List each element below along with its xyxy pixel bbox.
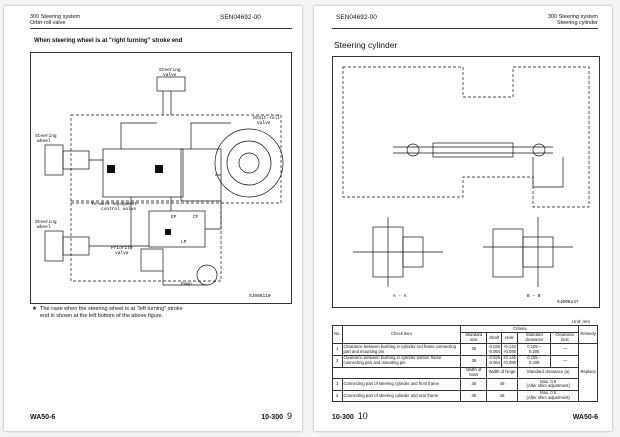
footer-model-right: WA50-6 bbox=[572, 414, 598, 421]
label-orbit-roll: Orbit-roll bbox=[253, 115, 280, 121]
label-lp: LP bbox=[181, 239, 187, 245]
svg-text:control valve: control valve bbox=[101, 206, 136, 212]
note-text: The case when the steering wheel is at "… bbox=[40, 306, 183, 319]
table-subheader-row: Standard size Shaft Hole Standard cleara… bbox=[333, 331, 598, 345]
header-section: 300 Steering system bbox=[30, 14, 81, 20]
header-doc-code: SEN04692-00 bbox=[220, 14, 261, 21]
unit-label: Unit: mm bbox=[572, 319, 590, 324]
label-ep: EP bbox=[171, 214, 177, 220]
note-star-icon: ★ bbox=[32, 306, 37, 312]
table-subheader-b: Width of boss Width of hinge Standard cl… bbox=[331, 366, 598, 380]
steering-cylinder-diagram: A – A B – B SJ008247 bbox=[332, 56, 600, 308]
footer-page-label: 10-300 bbox=[261, 414, 283, 421]
figure-id-left: SJ008110 bbox=[249, 293, 271, 299]
hydraulic-circuit-diagram: Steering valve Orbit-roll valve Steering… bbox=[30, 52, 292, 304]
svg-text:valve: valve bbox=[257, 120, 271, 126]
page-title: Steering cylinder bbox=[334, 40, 398, 50]
table-header-row: No. Check item Criteria Remedy bbox=[332, 324, 598, 345]
table-row: 3 Connecting part of steering cylinder a… bbox=[332, 378, 598, 391]
table-row: 1 Clearance between bushing in cylinder … bbox=[332, 343, 598, 403]
th-standard-clearance: Standard clearance bbox=[516, 331, 552, 345]
figure-id-right: SJ008247 bbox=[557, 299, 579, 305]
svg-text:wheel: wheel bbox=[37, 224, 51, 230]
th-remedy: Remedy bbox=[578, 324, 598, 345]
label-priority-valve: Priority bbox=[111, 245, 133, 251]
header-section-right: 300 Steering system bbox=[547, 14, 598, 20]
svg-text:valve: valve bbox=[115, 250, 129, 256]
diagram-subtitle: When steering wheel is at "right turning… bbox=[34, 38, 183, 44]
table-row: 2 Clearance between bushing in cylinder … bbox=[332, 355, 598, 368]
th-criteria: Criteria bbox=[460, 325, 580, 333]
footer-page-label-right: 10-300 bbox=[332, 414, 354, 421]
label-steering-wheel-top: Steering bbox=[35, 133, 57, 139]
table-row: 4 Connecting part of steering cylinder a… bbox=[332, 389, 598, 403]
header-subsection-right: Steering cylinder bbox=[557, 20, 598, 26]
right-page: SEN04692-00 300 Steering system Steering… bbox=[314, 6, 612, 431]
header-subsection: Orbit-roll valve bbox=[30, 20, 66, 26]
th-hole: Hole bbox=[501, 331, 518, 345]
turning-note: ★ The case when the steering wheel is at… bbox=[32, 306, 190, 320]
th-shaft: Shaft bbox=[486, 331, 503, 345]
label-cf: CF bbox=[193, 214, 199, 220]
criteria-table: No. Check item Criteria Remedy Standard … bbox=[331, 324, 598, 403]
th-standard-size: Standard size bbox=[460, 331, 488, 345]
th-clearance-limit: Clearance limit bbox=[550, 331, 580, 345]
footer-model: WA50-6 bbox=[30, 414, 56, 421]
header-doc-code-right: SEN04692-00 bbox=[336, 14, 377, 21]
label-view-bb: B – B bbox=[527, 293, 541, 299]
header-rule bbox=[30, 28, 292, 29]
circuit-svg: Steering valve Orbit-roll valve Steering… bbox=[35, 67, 284, 299]
label-view-aa: A – A bbox=[393, 293, 407, 299]
footer-page-num: 9 bbox=[286, 411, 292, 421]
th-check-item: Check item bbox=[341, 324, 462, 345]
label-pump: Pump bbox=[181, 281, 192, 287]
remedy-cell: Replace bbox=[578, 343, 598, 403]
cylinder-svg: A – A B – B SJ008247 bbox=[342, 66, 590, 305]
svg-text:wheel: wheel bbox=[37, 138, 51, 144]
th-no: No. bbox=[332, 324, 343, 345]
footer-page-num-right: 10 bbox=[357, 411, 368, 421]
label-work-equipment: To work equipment bbox=[91, 201, 137, 207]
label-steering-valve: Steering bbox=[159, 67, 181, 73]
svg-text:valve: valve bbox=[163, 72, 177, 78]
left-page: 300 Steering system Orbit-roll valve SEN… bbox=[4, 6, 302, 431]
label-steering-wheel-bottom: Steering bbox=[35, 219, 57, 225]
header-rule-right bbox=[332, 28, 598, 29]
